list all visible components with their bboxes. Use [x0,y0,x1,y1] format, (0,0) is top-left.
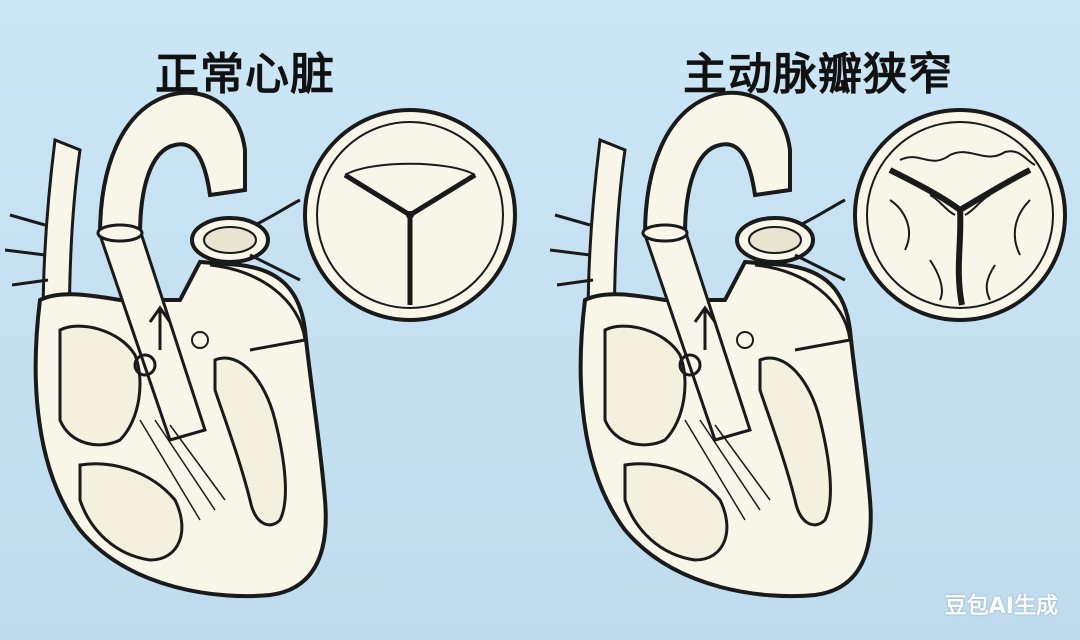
ai-generated-watermark: 豆包AI生成 [944,594,1058,619]
normal-valve-inset [303,108,517,322]
normal-heart-drawing [3,90,328,599]
stenosed-valve-inset [853,108,1067,322]
stenosis-heart-drawing [548,90,873,599]
